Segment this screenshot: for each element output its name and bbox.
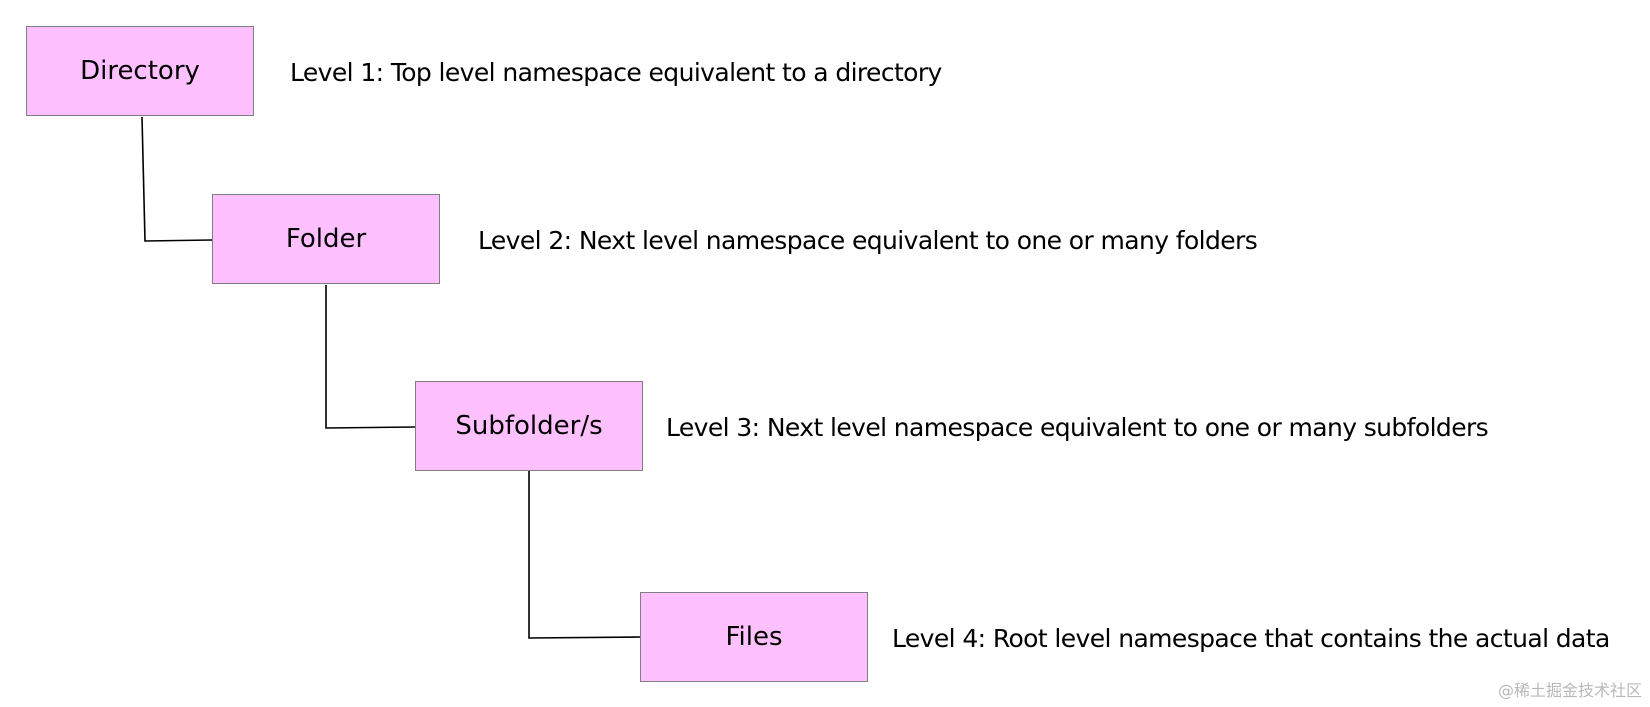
node-folder-label: Folder xyxy=(285,224,367,254)
node-subfolders-label: Subfolder/s xyxy=(455,411,603,441)
connector-folder-subfolders xyxy=(325,285,416,429)
watermark: @稀土掘金技术社区 xyxy=(1497,681,1642,700)
level-2-description: Level 2: Next level namespace equivalent… xyxy=(478,226,1258,255)
node-directory: Directory xyxy=(26,26,254,116)
node-folder: Folder xyxy=(212,194,440,284)
level-1-description: Level 1: Top level namespace equivalent … xyxy=(290,58,942,87)
connector-subfolders-files xyxy=(528,471,641,639)
level-3-description: Level 3: Next level namespace equivalent… xyxy=(666,413,1489,442)
node-files-label: Files xyxy=(725,622,783,652)
node-files: Files xyxy=(640,592,868,682)
node-subfolders: Subfolder/s xyxy=(415,381,643,471)
connector-directory-folder xyxy=(141,116,213,242)
node-directory-label: Directory xyxy=(80,56,200,86)
level-4-description: Level 4: Root level namespace that conta… xyxy=(892,624,1610,653)
